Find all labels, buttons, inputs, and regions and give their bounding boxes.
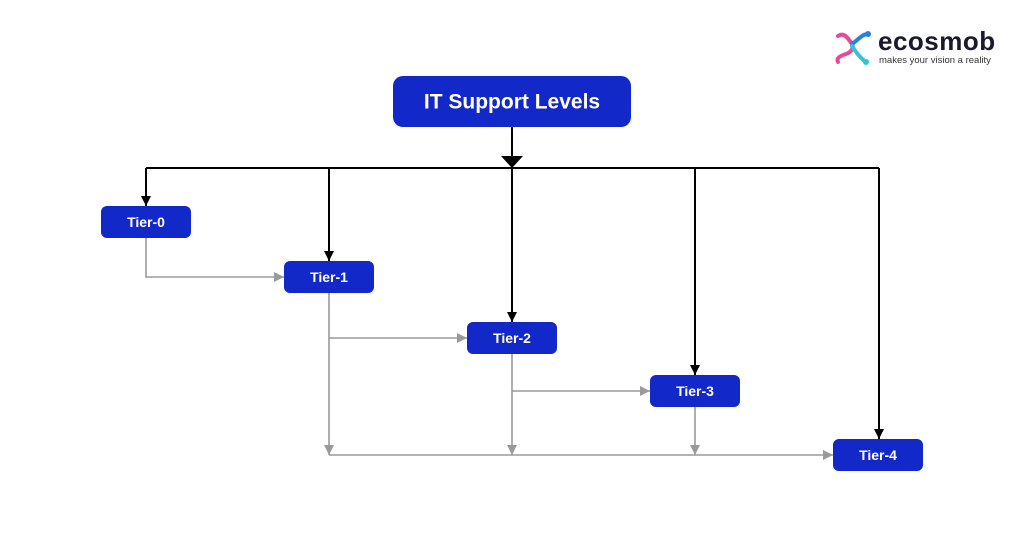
node-tier-4-label: Tier-4	[859, 447, 897, 463]
brand-name: ecosmob	[878, 26, 996, 56]
node-tier-4-box	[833, 439, 923, 471]
edge-t2-t3	[511, 354, 650, 396]
node-root-label: IT Support Levels	[424, 91, 600, 114]
node-root: IT Support Levels	[393, 76, 631, 127]
escalation-connectors	[145, 238, 833, 460]
ecosmob-logo-icon	[835, 31, 871, 65]
node-tier-2-label: Tier-2	[493, 330, 531, 346]
edge-t1-t2	[328, 293, 467, 343]
node-tier-3-label: Tier-3	[676, 383, 714, 399]
node-tier-0-label: Tier-0	[127, 214, 165, 230]
node-root-box	[393, 76, 631, 127]
node-tier-3: Tier-3	[650, 375, 740, 407]
brand-logo: ecosmob makes your vision a reality	[830, 24, 1010, 72]
node-tier-1-box	[284, 261, 374, 293]
edge-t0-t1	[145, 238, 284, 282]
node-tier-3-box	[650, 375, 740, 407]
root-distribution-connectors	[141, 127, 884, 439]
node-tier-1: Tier-1	[284, 261, 374, 293]
node-tier-1-label: Tier-1	[310, 269, 348, 285]
node-tier-0-box	[101, 206, 191, 238]
brand-tagline: makes your vision a reality	[879, 55, 991, 66]
node-tier-2: Tier-2	[467, 322, 557, 354]
node-tier-4: Tier-4	[833, 439, 923, 471]
node-tier-2-box	[467, 322, 557, 354]
root-stem-arrowhead	[501, 156, 523, 168]
node-tier-0: Tier-0	[101, 206, 191, 238]
